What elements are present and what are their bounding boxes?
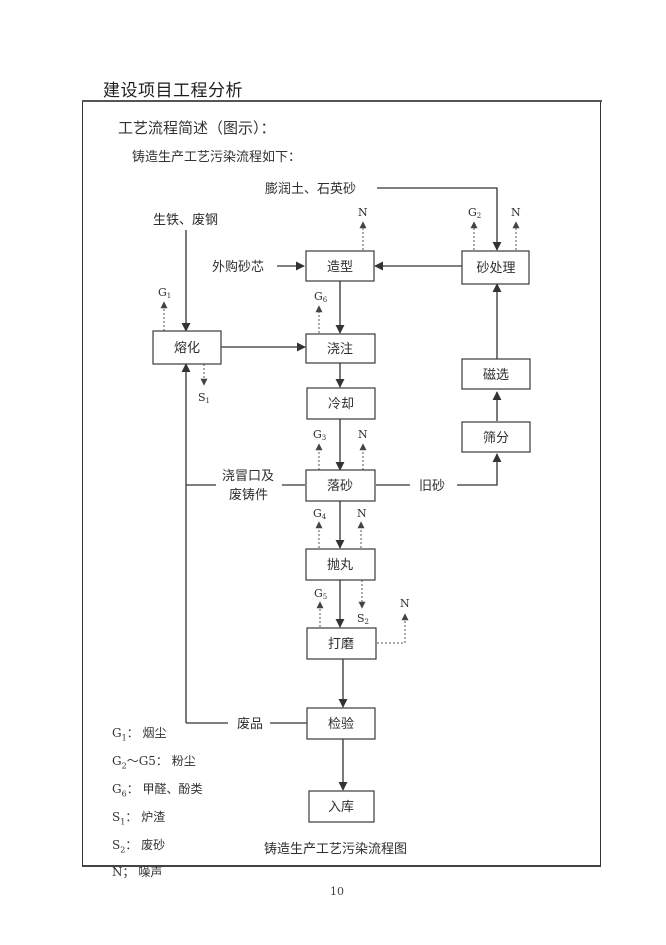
legend-item: G2～G5： 粉尘	[112, 753, 196, 771]
label-n-shotblast: N	[357, 507, 367, 520]
svg-text:S1: S1	[198, 391, 210, 405]
node-label: 磁选	[483, 368, 509, 383]
node-label: 抛丸	[327, 558, 353, 573]
header-rule	[82, 100, 602, 102]
node-label: 造型	[327, 260, 353, 275]
label-g6: G6	[314, 290, 328, 304]
svg-text:S2: S2	[357, 612, 369, 626]
node-label: 打磨	[328, 637, 354, 652]
input-bentonite-quartz: 膨润土、石英砂	[265, 182, 356, 197]
node-grinding: 打磨	[306, 627, 377, 660]
label-g1: G1	[158, 286, 171, 300]
edge-bentonite-to-sand-treatment	[377, 187, 502, 251]
legend-item: S2： 废砂	[112, 837, 166, 854]
input-pig-iron-scrap: 生铁、废钢	[153, 212, 218, 228]
subtitle: 工艺流程简述（图示）：	[118, 119, 276, 137]
page-number: 10	[330, 885, 344, 898]
node-magnetic-separation: 磁选	[461, 358, 531, 390]
label-g5: G5	[314, 587, 327, 601]
node-label: 落砂	[327, 479, 353, 494]
node-label: 筛分	[483, 431, 509, 446]
svg-text:G3: G3	[313, 428, 326, 442]
input-purchased-cores: 外购砂芯	[212, 259, 264, 275]
emission-grinding-n	[377, 613, 409, 644]
flow-lines	[181, 187, 502, 791]
node-label: 入库	[328, 799, 354, 815]
legend-item: G1： 烟尘	[112, 726, 167, 743]
input-risers-line2: 废铸件	[229, 487, 268, 503]
svg-text:G5: G5	[314, 587, 327, 601]
input-rejects: 废品	[237, 716, 263, 732]
label-n-sand: N	[511, 206, 521, 219]
node-label: 检验	[328, 716, 354, 732]
node-shot-blasting: 抛丸	[305, 548, 376, 581]
input-old-sand: 旧砂	[419, 479, 445, 494]
node-inspection: 检验	[306, 707, 376, 740]
node-storage: 入库	[308, 790, 375, 823]
node-molding: 造型	[305, 250, 375, 282]
svg-text:G4: G4	[313, 507, 327, 521]
node-screening: 筛分	[461, 421, 531, 453]
legend-item: G6： 甲醛、酚类	[112, 781, 203, 799]
node-shakeout: 落砂	[305, 469, 376, 502]
node-sand-treatment: 砂处理	[461, 250, 530, 285]
node-melting: 熔化	[152, 330, 222, 365]
label-g4: G4	[313, 507, 327, 521]
emission-lines	[160, 221, 520, 644]
svg-text:G1: G1	[158, 286, 171, 300]
section-title: 建设项目工程分析	[103, 81, 243, 101]
label-n-molding: N	[358, 206, 368, 219]
node-cooling: 冷却	[306, 387, 376, 420]
content-frame	[82, 102, 601, 867]
label-g3: G3	[313, 428, 326, 442]
input-risers-line1: 浇冒口及	[222, 469, 274, 484]
node-label: 砂处理	[476, 261, 515, 276]
diagram-caption: 铸造生产工艺污染流程图	[264, 841, 407, 857]
intro-text: 铸造生产工艺污染流程如下：	[132, 150, 302, 165]
label-g2: G2	[468, 206, 481, 220]
svg-text:G6: G6	[314, 290, 328, 304]
node-label: 浇注	[327, 342, 353, 357]
label-n-grinding: N	[400, 597, 410, 610]
label-s1: S1	[198, 391, 210, 405]
node-label: 冷却	[328, 397, 354, 412]
legend-item: S1： 炉渣	[112, 809, 166, 827]
legend: G1： 烟尘 G2～G5： 粉尘 G6： 甲醛、酚类 S1： 炉渣 S2： 废砂…	[112, 722, 203, 889]
legend-item: N； 噪声	[112, 865, 163, 880]
node-label: 熔化	[174, 341, 200, 356]
label-s2: S2	[357, 612, 369, 626]
svg-text:G2: G2	[468, 206, 481, 220]
edge-oldsand-to-screening	[457, 453, 502, 486]
node-pouring: 浇注	[305, 333, 376, 364]
label-n-shakeout: N	[358, 428, 368, 441]
